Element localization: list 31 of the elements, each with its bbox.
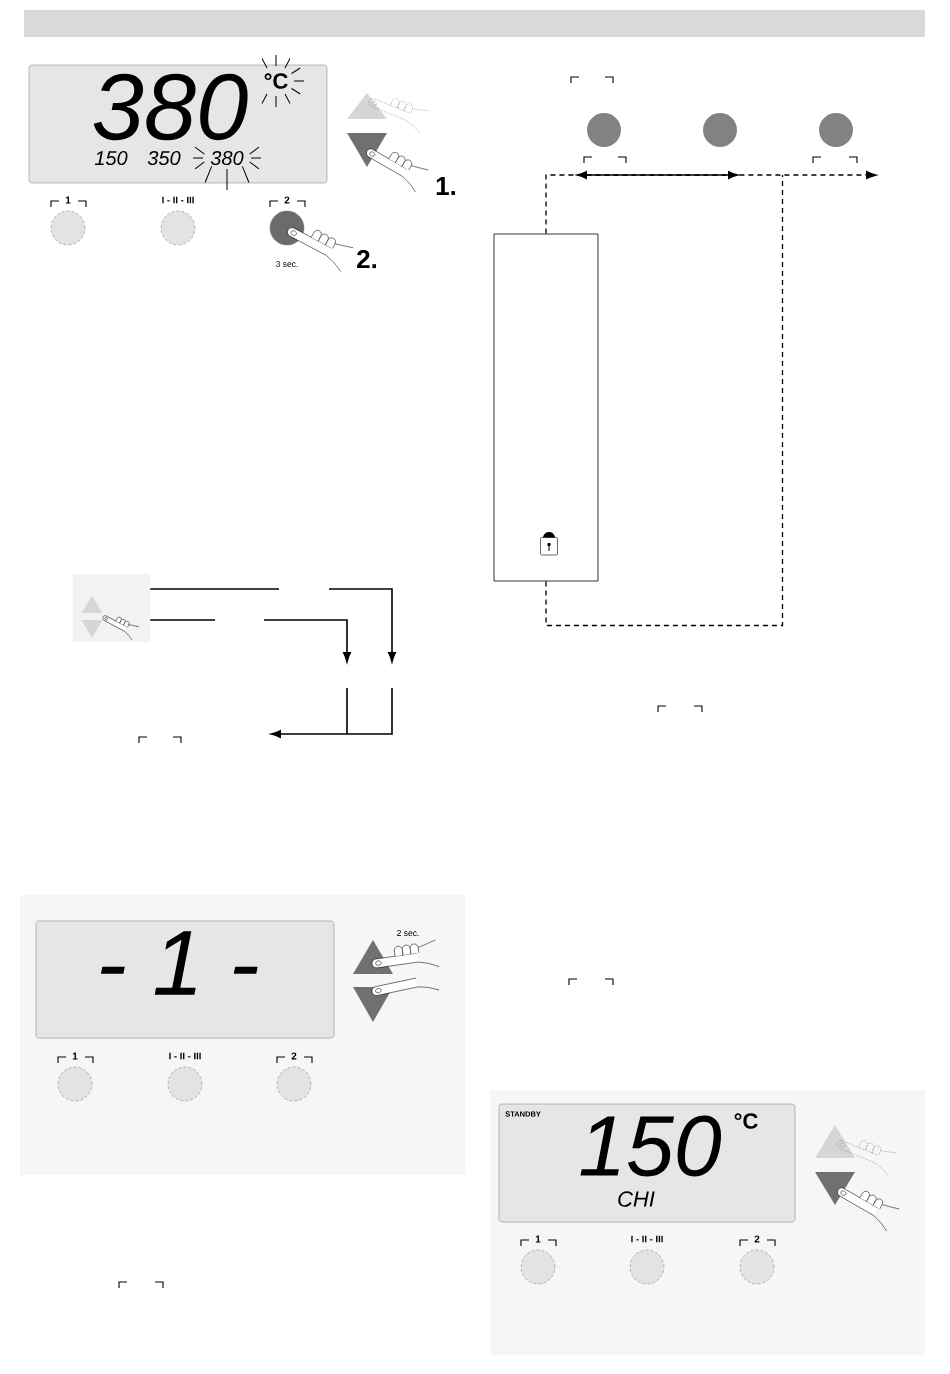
key-label: I - II - III xyxy=(169,1052,201,1060)
key-label: I - II - III xyxy=(631,1235,663,1243)
process-box xyxy=(493,233,599,582)
preset-value: 380 xyxy=(210,150,244,166)
duration-label: 2 sec. xyxy=(397,930,419,936)
arrow xyxy=(149,588,396,663)
temperature-readout: 150 xyxy=(580,1115,721,1177)
step-number: 2. xyxy=(357,249,377,269)
preset-value: 150 xyxy=(94,150,128,166)
key-label: 1 xyxy=(65,196,71,204)
button-symbol xyxy=(587,113,621,147)
key-label: 1 xyxy=(72,1052,78,1060)
display-readout: - 1 - xyxy=(100,931,258,995)
unit-symbol: °C xyxy=(264,73,288,89)
unit-symbol: °C xyxy=(734,1113,758,1129)
temperature-readout: 380 xyxy=(93,73,248,141)
key-label: 2 xyxy=(284,196,290,204)
key-label: 2 xyxy=(754,1235,760,1243)
channel-readout: CHI xyxy=(618,1191,655,1207)
preset-value: 350 xyxy=(147,150,181,166)
duration-label: 3 sec. xyxy=(276,261,298,267)
key-label: 2 xyxy=(291,1052,297,1060)
key-label: 1 xyxy=(535,1235,541,1243)
arrow xyxy=(149,619,351,663)
dashed-line xyxy=(545,174,784,627)
step-number: 1. xyxy=(436,177,456,195)
button-symbol xyxy=(703,113,737,147)
button-symbol xyxy=(819,113,853,147)
dashed-arrow xyxy=(545,170,877,235)
arrow-keys-picture xyxy=(73,574,150,642)
key-label: I - II - III xyxy=(162,196,194,204)
